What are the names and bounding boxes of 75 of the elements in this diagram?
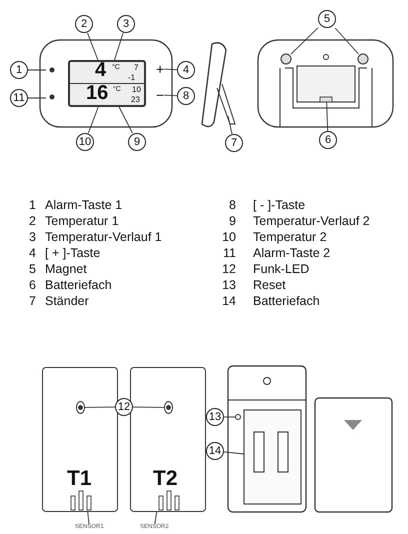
battery-compartment	[244, 410, 302, 504]
leader-line	[164, 94, 178, 96]
legend-number: 9	[228, 215, 236, 228]
legend-number: 12	[221, 263, 236, 276]
lcd-digits: -1	[128, 74, 136, 82]
lcd-display	[68, 60, 146, 107]
legend-number: 10	[221, 231, 236, 244]
reset-button	[235, 414, 241, 420]
plus-sign: +	[156, 62, 164, 76]
leader-line	[87, 512, 90, 524]
legend-number: 14	[221, 295, 236, 308]
sensor-label: T1	[67, 468, 92, 489]
legend-number: 2	[28, 215, 36, 228]
callout-number: 11	[10, 89, 28, 107]
callout-number: 14	[206, 442, 224, 460]
sensor-body	[130, 367, 206, 512]
leader-line	[88, 106, 99, 134]
leader-line	[132, 406, 164, 408]
callout-number: 8	[177, 87, 195, 105]
legend-number: 4	[28, 247, 36, 260]
legend-text: Alarm-Taste 2	[253, 247, 330, 260]
callout-number: 6	[319, 131, 337, 149]
leader-line	[334, 28, 359, 54]
legend-number: 6	[28, 279, 36, 292]
legend-text: Funk-LED	[253, 263, 310, 276]
callout-number: 7	[225, 134, 243, 152]
legend-number: 3	[28, 231, 36, 244]
lcd-digits: 7	[134, 64, 138, 72]
legend-text: Temperatur-Verlauf 1	[45, 231, 162, 244]
leader-line	[114, 32, 124, 60]
lcd-digits: 23	[131, 96, 140, 104]
legend-text: Magnet	[45, 263, 87, 276]
leader-line	[154, 512, 158, 524]
leader-line	[118, 106, 133, 134]
leader-line	[164, 68, 178, 70]
leader-line	[87, 32, 98, 60]
leader-line	[224, 416, 236, 418]
sensor-body	[42, 367, 118, 512]
legend-text: Batteriefach	[45, 279, 112, 292]
leader-line	[224, 451, 244, 454]
legend-number: 7	[28, 295, 36, 308]
legend-number: 11	[222, 247, 236, 260]
legend-text: Temperatur-Verlauf 2	[253, 215, 370, 228]
callout-number: 9	[128, 133, 146, 151]
legend-text: [ - ]-Taste	[253, 199, 306, 212]
legend-text: Batteriefach	[253, 295, 320, 308]
callout-number: 3	[117, 15, 135, 33]
legend-text: Ständer	[45, 295, 89, 308]
leader-line	[326, 102, 328, 132]
callout-number: 1	[10, 61, 28, 79]
legend-number: 5	[28, 263, 36, 276]
legend-number: 8	[228, 199, 236, 212]
battery-compartment	[296, 66, 356, 102]
callout-number: 5	[318, 10, 336, 28]
callout-number: 4	[177, 61, 195, 79]
legend-text: Temperatur 2	[253, 231, 327, 244]
lcd-digits: 4	[95, 60, 106, 80]
leader-line	[290, 27, 318, 55]
leader-line	[84, 406, 116, 408]
callout-number: 10	[76, 133, 94, 151]
led-light	[164, 401, 173, 414]
leader-line	[228, 116, 232, 134]
lcd-digits: 16	[86, 83, 108, 103]
legend-number: 1	[28, 199, 36, 212]
minus-sign: −	[156, 88, 164, 102]
legend-text: Reset	[253, 279, 286, 292]
led-light	[76, 401, 85, 414]
legend-text: Temperatur 1	[45, 215, 119, 228]
callout-number: 2	[75, 15, 93, 33]
legend-number: 13	[221, 279, 236, 292]
callout-number: 13	[206, 408, 224, 426]
sensor-label: T2	[153, 468, 178, 489]
legend-text: Alarm-Taste 1	[45, 199, 122, 212]
lcd-digits: 10	[132, 86, 141, 94]
legend-text: [ + ]-Taste	[45, 247, 100, 260]
